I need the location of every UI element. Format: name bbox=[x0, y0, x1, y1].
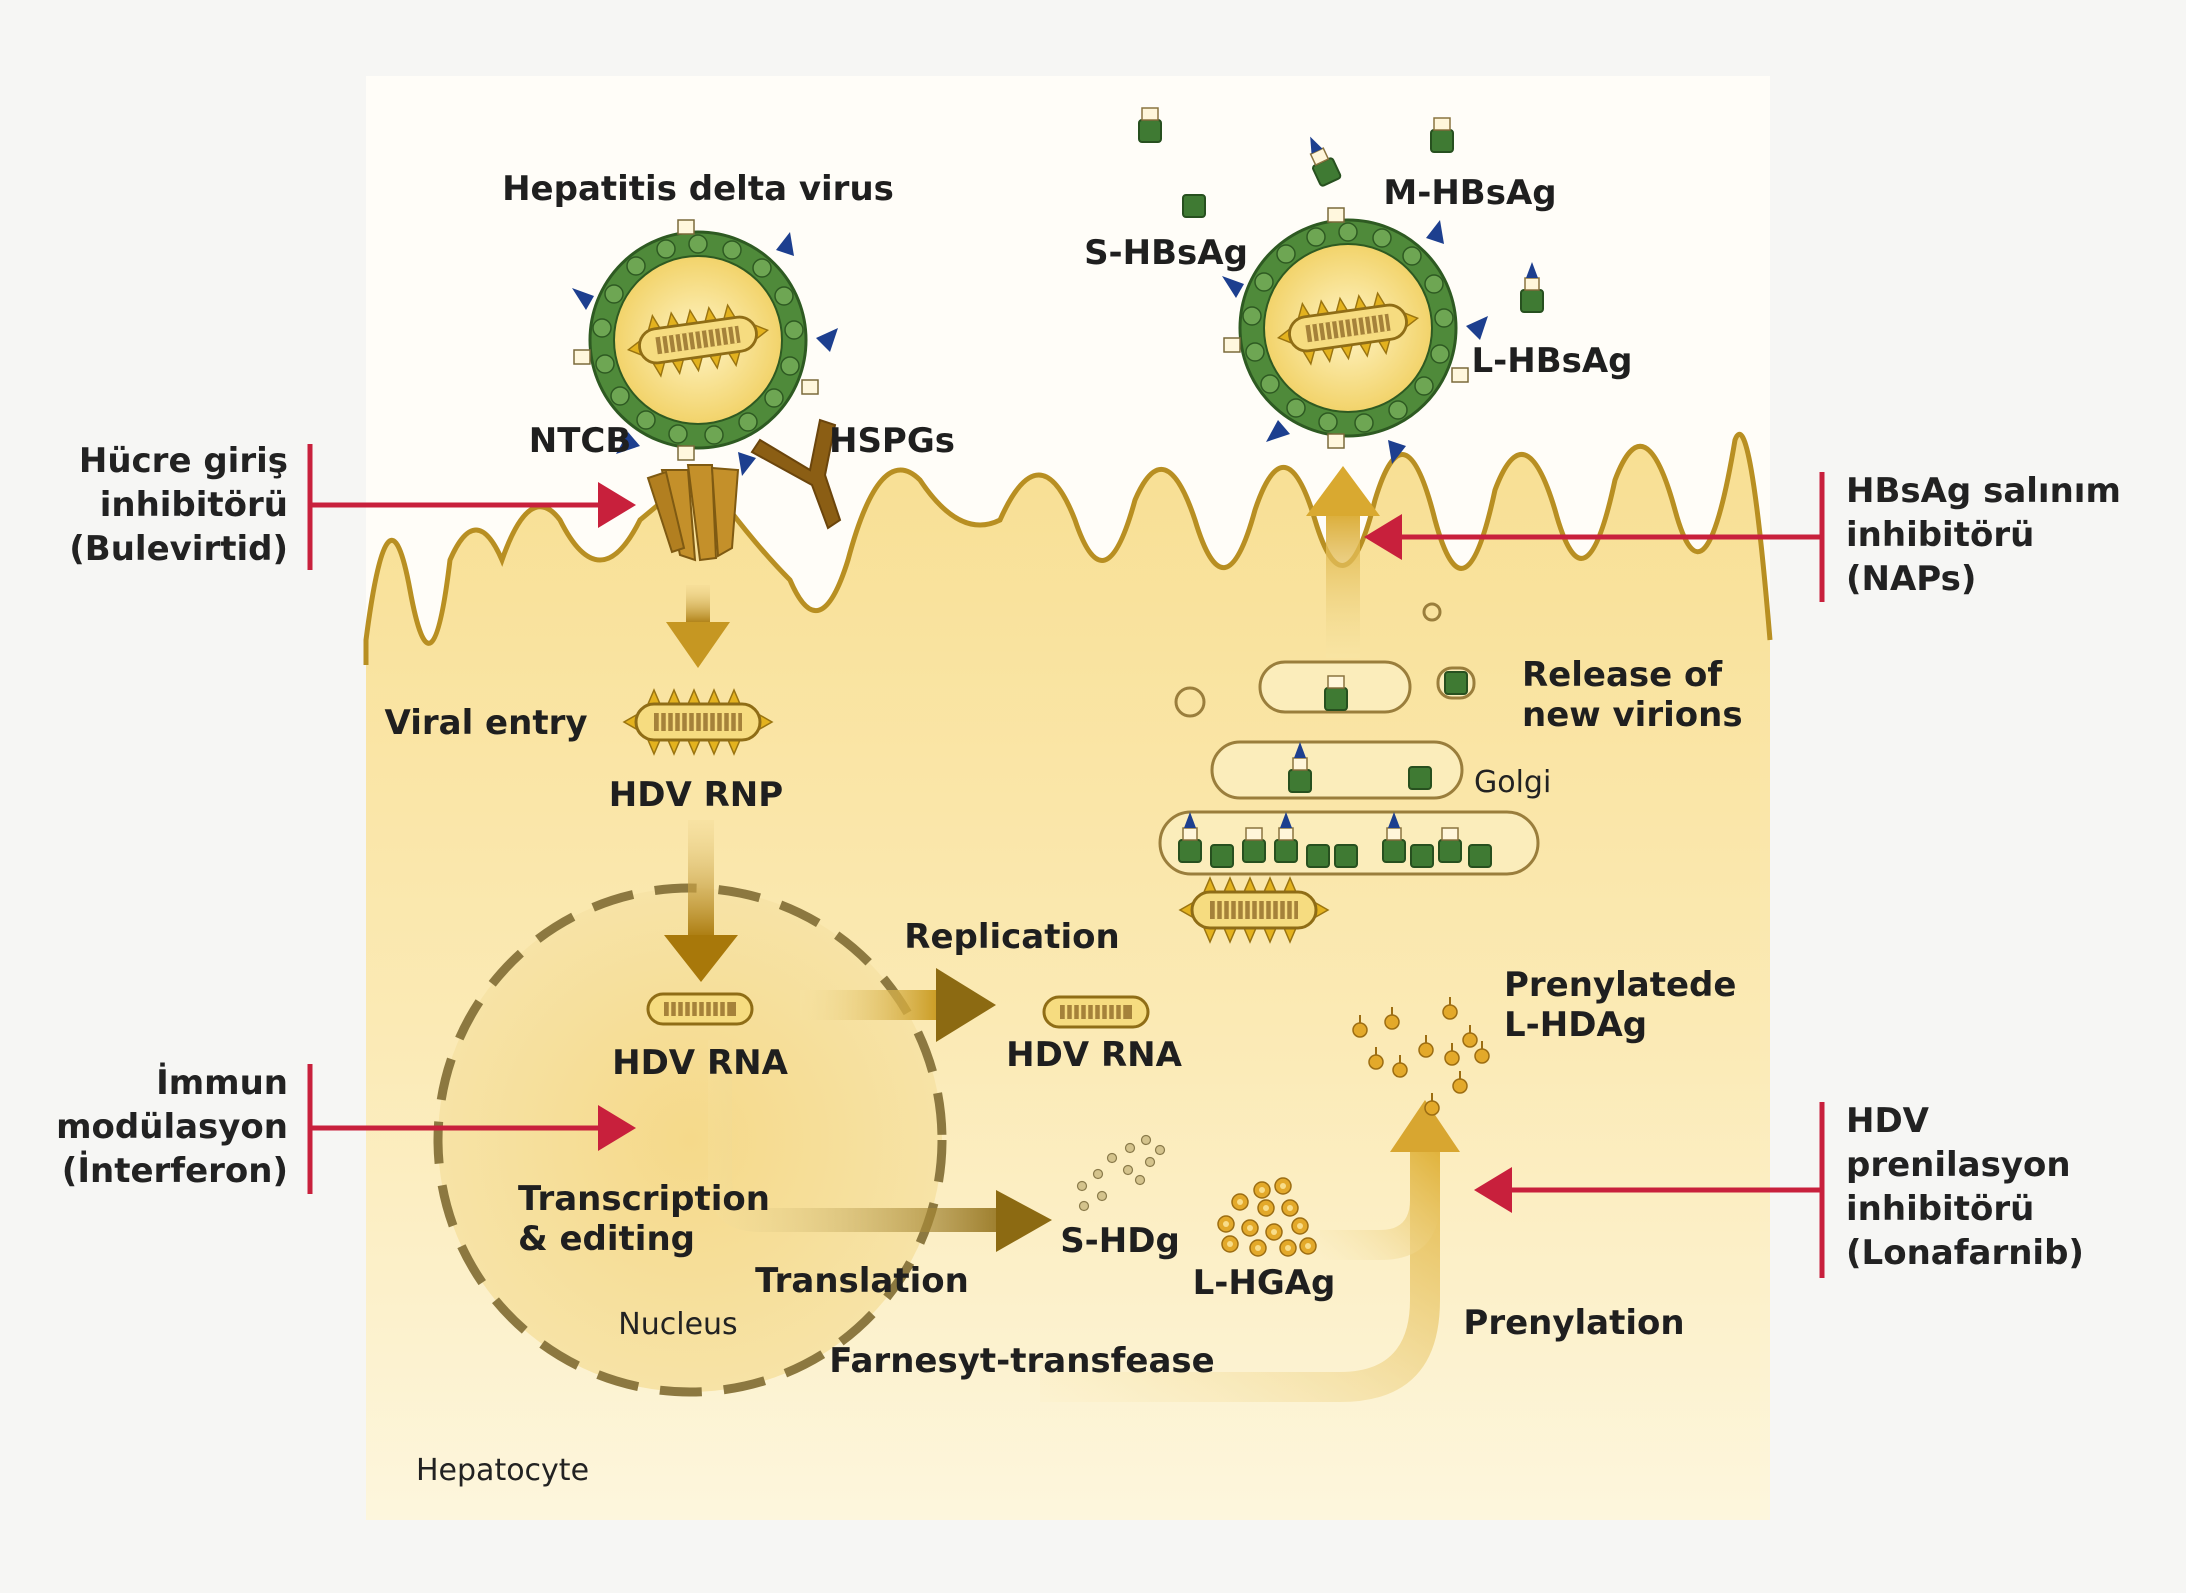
m-hbsag-particle bbox=[1138, 107, 1162, 143]
virus-title: Hepatitis delta virus bbox=[502, 169, 894, 209]
entry-arrow bbox=[666, 585, 730, 668]
l-hbsag-label: L-HBsAg bbox=[1471, 341, 1632, 381]
inhibitor-entry-line2: inhibitörü bbox=[100, 485, 288, 525]
translation-arrow bbox=[708, 1040, 1052, 1252]
nucleus-label: Nucleus bbox=[618, 1307, 737, 1342]
hspg-receptor bbox=[750, 418, 842, 530]
s-hbsag-particle bbox=[1182, 194, 1206, 218]
inhibitor-prenylation-line4: (Lonafarnib) bbox=[1846, 1233, 2084, 1273]
viral-entry-label: Viral entry bbox=[384, 703, 587, 743]
release-label-line2: new virions bbox=[1522, 695, 1743, 735]
m-hbsag-label: M-HBsAg bbox=[1383, 173, 1556, 213]
inhibitor-immune: İmmun modülasyon (İnterferon) bbox=[56, 1062, 636, 1194]
inhibitor-prenylation: HDV prenilasyon inhibitörü (Lonafarnib) bbox=[1474, 1101, 2084, 1278]
inhibitor-immune-line1: İmmun bbox=[156, 1062, 288, 1103]
inhibitor-release: HBsAg salınım inhibitörü (NAPs) bbox=[1364, 471, 2121, 602]
inhibitor-prenylation-line1: HDV bbox=[1846, 1101, 1930, 1141]
transcription-label-line2: & editing bbox=[518, 1219, 695, 1259]
s-hdg-label: S-HDg bbox=[1060, 1221, 1180, 1261]
inhibitor-entry: Hücre giriş inhibitörü (Bulevirtid) bbox=[69, 441, 636, 570]
farnesyl-transferase-label: Farnesyt-transfease bbox=[829, 1341, 1214, 1381]
l-hgag-label: L-HGAg bbox=[1193, 1263, 1336, 1303]
prenylation-label: Prenylation bbox=[1463, 1303, 1684, 1343]
hdv-rna-replicated-label: HDV RNA bbox=[1006, 1035, 1182, 1075]
hdv-rnp-label: HDV RNP bbox=[609, 775, 783, 815]
s-hdag-particles bbox=[1076, 1134, 1166, 1212]
hdv-rna-replicated-icon bbox=[1042, 995, 1150, 1029]
release-arrow bbox=[1306, 466, 1380, 658]
transcription-label-line1: Transcription bbox=[518, 1179, 770, 1219]
release-label-line1: Release of bbox=[1522, 655, 1723, 695]
ntcp-receptor bbox=[646, 464, 740, 562]
inhibitor-entry-line1: Hücre giriş bbox=[79, 441, 288, 481]
inhibitor-immune-line2: modülasyon bbox=[56, 1107, 288, 1147]
hdv-rna-nucleus-icon bbox=[646, 992, 754, 1026]
translation-label: Translation bbox=[755, 1261, 969, 1301]
golgi-label: Golgi bbox=[1474, 765, 1551, 800]
inhibitor-prenylation-line2: prenilasyon bbox=[1846, 1145, 2071, 1185]
inhibitor-entry-line3: (Bulevirtid) bbox=[69, 529, 288, 569]
golgi-apparatus bbox=[1158, 602, 1540, 944]
hdv-rna-nucleus-label: HDV RNA bbox=[612, 1043, 788, 1083]
inhibitor-immune-line3: (İnterferon) bbox=[62, 1150, 288, 1191]
inhibitor-release-line1: HBsAg salınım bbox=[1846, 471, 2121, 511]
hspgs-label: HSPGs bbox=[829, 421, 955, 461]
m-hbsag-particle bbox=[1430, 117, 1454, 153]
import-arrow bbox=[664, 820, 738, 982]
prenylated-label-line2: L-HDAg bbox=[1504, 1005, 1647, 1045]
s-hbsag-label: S-HBsAg bbox=[1084, 233, 1248, 273]
inhibitor-release-line2: inhibitörü bbox=[1846, 515, 2034, 555]
inhibitor-prenylation-line3: inhibitörü bbox=[1846, 1189, 2034, 1229]
hepatocyte-label: Hepatocyte bbox=[416, 1453, 589, 1488]
prenylation-arrow bbox=[1040, 1100, 1460, 1402]
replication-label: Replication bbox=[904, 917, 1119, 957]
replication-arrow bbox=[800, 968, 996, 1042]
inhibitor-release-line3: (NAPs) bbox=[1846, 559, 1976, 599]
prenylated-label-line1: Prenylatede bbox=[1504, 965, 1736, 1005]
ntcb-label: NTCB bbox=[529, 421, 632, 461]
